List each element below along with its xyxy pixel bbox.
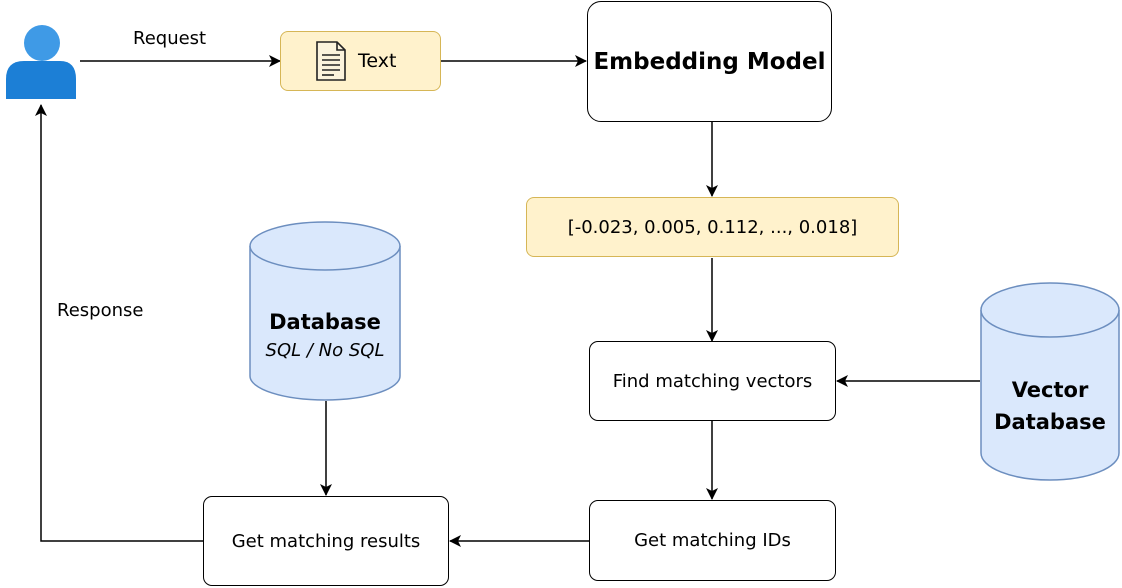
vector-database-text: Vector Database <box>981 370 1119 442</box>
database-subtitle: SQL / No SQL <box>265 339 385 361</box>
database-text: Database SQL / No SQL <box>250 300 400 370</box>
database-cylinder <box>249 221 401 401</box>
get-matching-results-node: Get matching results <box>203 496 449 586</box>
get-matching-ids-label: Get matching IDs <box>634 530 791 551</box>
vector-output-node: [-0.023, 0.005, 0.112, ..., 0.018] <box>526 197 899 257</box>
find-matching-vectors-node: Find matching vectors <box>589 341 836 421</box>
embedding-model-node: Embedding Model <box>587 1 832 122</box>
vector-database-cylinder <box>980 282 1120 481</box>
database-title: Database <box>269 309 381 334</box>
edge-results-to-user <box>35 104 203 542</box>
user-icon <box>6 25 76 99</box>
vector-database-line2: Database <box>994 410 1106 434</box>
get-matching-results-label: Get matching results <box>231 530 421 552</box>
text-node-label: Text <box>358 50 397 72</box>
vector-database-line1: Vector <box>1011 378 1089 402</box>
embedding-model-label: Embedding Model <box>593 48 826 75</box>
response-label: Response <box>57 300 144 321</box>
request-label: Request <box>133 28 207 49</box>
find-matching-vectors-label: Find matching vectors <box>612 370 813 392</box>
vector-output-label: [-0.023, 0.005, 0.112, ..., 0.018] <box>567 216 858 238</box>
text-node: Text <box>280 31 441 91</box>
document-icon <box>316 41 346 81</box>
get-matching-ids-node: Get matching IDs <box>589 500 836 581</box>
